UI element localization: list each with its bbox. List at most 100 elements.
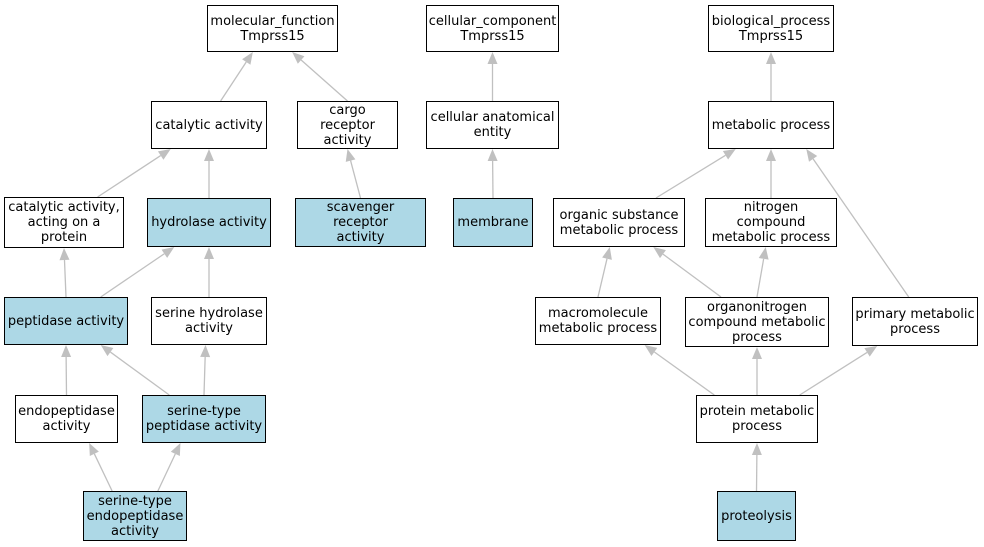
node-label-line: metabolic process (711, 230, 831, 245)
edge-onc-to-osm (662, 253, 722, 298)
node-label-line: catalytic activity, (8, 200, 120, 215)
node-label-line: acting on a (27, 215, 101, 230)
edge-stp-to-serh (203, 356, 206, 396)
arrowhead (806, 149, 818, 162)
edge-prot-to-mmp (653, 351, 715, 396)
node-label-line: compound metabolic (688, 314, 826, 330)
node-label-line: metabolic process (711, 117, 831, 133)
arrowhead (487, 52, 498, 64)
arrowhead (722, 149, 736, 160)
node-label-line: activity (42, 419, 91, 434)
node-label-line: protein metabolic (699, 404, 815, 419)
edge-pep-to-hyd (100, 253, 165, 298)
node-label-line: activity (111, 523, 159, 539)
node-label-line: organonitrogen (707, 299, 807, 315)
node-label-line: proteolysis (721, 508, 792, 524)
arrowhead (204, 247, 214, 259)
arrowhead (864, 346, 878, 357)
node-pep: peptidase activity (4, 297, 128, 345)
arrowhead (766, 52, 776, 64)
node-label-line: metabolic process (538, 321, 658, 336)
arrowhead (100, 345, 114, 357)
edge-mmp-to-osm (597, 258, 608, 298)
arrowhead (292, 52, 305, 64)
node-label-line: protein (40, 230, 88, 245)
node-label: metabolic process (712, 118, 830, 133)
node-label-line: cellular anatomical (430, 110, 555, 125)
node-label: hydrolase activity (151, 215, 267, 230)
edge-catp-to-cat (97, 155, 162, 198)
node-label: proteolysis (721, 509, 792, 524)
node-label-line: peptidase activity (145, 419, 263, 434)
node-label-line: macromolecule (547, 306, 648, 321)
node-mem: membrane (453, 198, 533, 247)
arrowhead (170, 443, 181, 456)
node-label-line: activity (185, 321, 233, 336)
arrowhead (61, 345, 72, 358)
node-label-line: process (890, 321, 940, 337)
arrowhead (200, 345, 211, 358)
node-label-line: scavenger receptor (326, 200, 395, 230)
node-label-line: Tmprss15 (738, 28, 804, 44)
arrowhead (242, 52, 253, 65)
node-label-line: activity (323, 132, 372, 148)
edge-stp-to-pep (110, 351, 170, 396)
arrowhead (157, 149, 171, 160)
node-label-line: metabolic process (559, 222, 679, 238)
arrowhead (59, 248, 70, 261)
arrowhead (602, 247, 612, 260)
node-label-line: molecular_function (210, 13, 335, 29)
node-label-line: biological_process (711, 13, 831, 29)
edge-prot-to-pmp (799, 351, 868, 396)
node-label-line: nitrogen compound (736, 200, 806, 230)
node-label: catalytic activity (155, 118, 262, 133)
edge-ste-to-endo (93, 453, 113, 492)
edge-onc-to-ncm (756, 258, 765, 298)
arrowhead (752, 347, 762, 359)
arrowhead (487, 149, 498, 162)
edge-pep-to-catp (63, 259, 67, 298)
node-label-line: catalytic activity (155, 117, 263, 133)
node-pro: proteolysis (717, 491, 796, 541)
arrowhead (751, 443, 762, 456)
node-cat: catalytic activity (151, 101, 267, 149)
node-label-line: endopeptidase (86, 508, 184, 524)
arrowhead (204, 149, 214, 161)
edge-osm-to-meta (655, 154, 726, 199)
arrowhead (161, 247, 175, 258)
edge-scav-to-cargo (349, 160, 362, 199)
node-meta: metabolic process (708, 101, 834, 149)
node-label-line: serine-type (98, 493, 172, 509)
node-hyd: hydrolase activity (147, 198, 271, 247)
arrowhead (644, 345, 658, 357)
node-label-line: cellular_component (428, 13, 557, 29)
edge-pmp-to-meta (812, 158, 910, 298)
node-label-line: serine hydrolase (155, 306, 263, 321)
arrowhead (653, 247, 666, 259)
